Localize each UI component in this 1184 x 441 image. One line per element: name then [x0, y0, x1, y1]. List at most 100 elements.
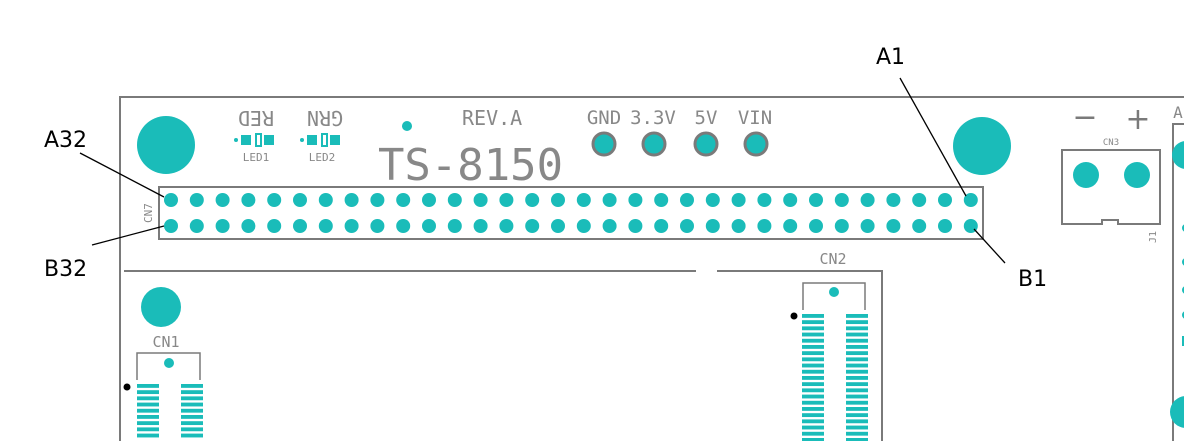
led1-color-label: RED	[238, 106, 274, 130]
cn7-pin	[680, 193, 694, 207]
cn7-pin	[860, 219, 875, 233]
cn7-pin	[318, 219, 333, 233]
smt-pad	[802, 320, 824, 325]
cn7-pin	[267, 219, 282, 233]
cn7-pin	[809, 193, 823, 207]
cn7-pin	[344, 193, 359, 207]
cn7-pin	[886, 219, 901, 233]
edge-label-right: A	[1173, 103, 1183, 122]
cn1-pin1-marker	[123, 383, 131, 391]
cn7-pin	[473, 193, 488, 207]
smt-pad	[846, 326, 868, 331]
callout-b32: B32	[44, 257, 87, 282]
smt-pad	[802, 425, 824, 430]
cn7-pin	[293, 193, 307, 207]
smt-pad	[846, 407, 868, 411]
led1-label: LED1	[243, 151, 270, 164]
cn7-pin	[447, 193, 462, 207]
smt-pad	[137, 433, 159, 438]
cn7-pin	[422, 193, 436, 207]
cn1-bracket	[136, 352, 201, 380]
smt-pad	[802, 326, 824, 331]
smt-pad	[802, 382, 824, 387]
board-outline	[119, 96, 1184, 441]
smt-pad	[846, 338, 868, 343]
callout-a1: A1	[876, 45, 905, 70]
smt-pad	[137, 396, 159, 401]
callout-a32: A32	[44, 128, 87, 153]
smt-pad	[137, 384, 159, 388]
cn7-pin	[525, 193, 540, 207]
smt-pad	[846, 332, 868, 337]
cn7-pin	[757, 219, 772, 233]
callout-line-a32	[79, 152, 165, 198]
power-pin-label-vin: VIN	[738, 107, 772, 129]
cn7-pin	[447, 219, 462, 233]
power-pin-label-gnd: GND	[587, 107, 621, 129]
cn7-pin	[164, 193, 178, 207]
smt-pad	[846, 320, 868, 325]
smt-pad	[137, 402, 159, 407]
cn7-pin	[499, 193, 514, 207]
cn7-pin	[241, 193, 256, 207]
cn2-bracket	[802, 282, 866, 310]
cn1-key-dot	[164, 358, 174, 368]
cn7-pin	[731, 219, 746, 233]
smt-pad	[846, 400, 868, 405]
smt-pad	[181, 390, 203, 395]
callout-line-b32	[91, 225, 165, 246]
power-pin-label-5v: 5V	[695, 107, 718, 129]
cn7-pin	[938, 193, 952, 207]
cn7-pin	[602, 219, 617, 233]
cn2-key-dot	[829, 287, 839, 297]
smt-pad	[802, 400, 824, 405]
led2-footprint	[300, 133, 340, 147]
smt-pad	[846, 314, 868, 318]
smt-pad	[802, 394, 824, 399]
smt-pad	[846, 357, 868, 362]
cn3-label: CN3	[1103, 138, 1119, 148]
cn7-pin	[834, 193, 849, 207]
cn7-pin	[576, 219, 591, 233]
smt-pad	[137, 421, 159, 426]
cn7-pin	[293, 219, 307, 233]
cn7-pin	[654, 193, 669, 207]
j1-pad-bottom	[1170, 396, 1184, 428]
smt-pad	[802, 438, 824, 441]
cn7-pin-array	[164, 193, 978, 233]
cn2-pin1-marker	[790, 312, 798, 320]
smt-pad	[802, 314, 824, 318]
cn7-pin	[628, 219, 643, 233]
cn7-pin	[602, 193, 617, 207]
j1-pad-top	[1172, 141, 1184, 169]
cn7-pin	[654, 219, 669, 233]
smt-pad	[181, 421, 203, 426]
cn7-pin	[318, 193, 333, 207]
cn1-pad-array	[137, 384, 203, 438]
callout-b1: B1	[1018, 267, 1047, 292]
cn1-label: CN1	[152, 333, 179, 351]
cn3-plus-label: +	[1125, 102, 1150, 137]
smt-pad	[802, 419, 824, 424]
smt-pad	[846, 438, 868, 441]
smt-pad	[802, 345, 824, 349]
smt-pad	[846, 413, 868, 418]
led1-footprint	[234, 133, 274, 147]
smt-pad	[802, 363, 824, 368]
cn3-outline	[1061, 149, 1161, 225]
cn7-pin	[783, 219, 798, 233]
fiducial-dot	[402, 121, 412, 131]
cn7-pin	[396, 193, 411, 207]
j1-label: J1	[1148, 231, 1159, 243]
cn7-pin	[370, 193, 385, 207]
cn2-pad-array	[802, 314, 868, 441]
cn7-pin	[189, 193, 204, 207]
smt-pad	[802, 332, 824, 337]
cn3-pad-plus	[1124, 162, 1150, 188]
cn7-pin	[344, 219, 359, 233]
cn7-pin	[680, 219, 694, 233]
cn7-pin	[731, 193, 746, 207]
smt-pad	[846, 351, 868, 356]
cn7-pin	[499, 219, 514, 233]
